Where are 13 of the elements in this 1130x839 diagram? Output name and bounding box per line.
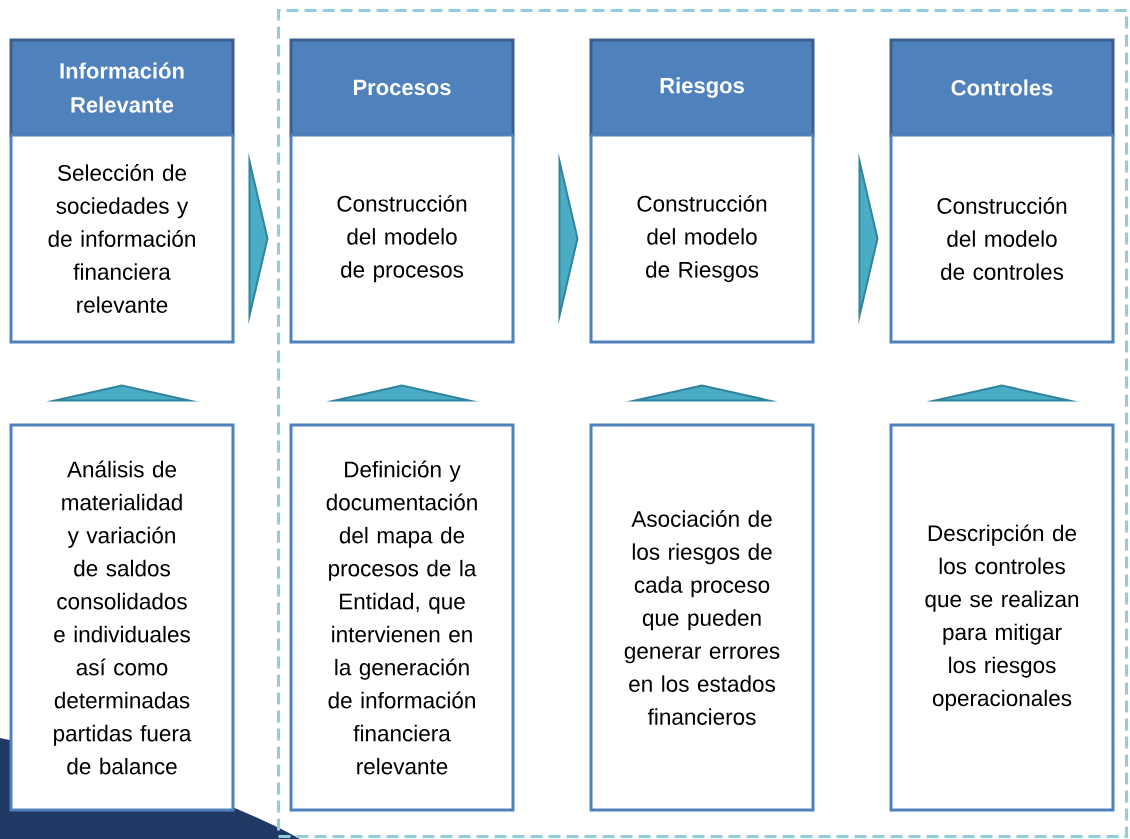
description-box: Descripción de los controles que se realizan para mitigar los riesgos operacionales bbox=[889, 423, 1115, 812]
description-box: Definición y documentación del mapa de procesos de la Entidad, que intervienen en la generación de información financiera relevante bbox=[289, 423, 515, 812]
header-box: Controles bbox=[889, 38, 1115, 137]
description-box: Análisis de materialidad y variación de saldos consolidados e individuales así como determinadas partidas fuera de balance bbox=[9, 423, 235, 812]
process-box: Construcción del modelo de procesos bbox=[289, 133, 515, 344]
header-box: Información Relevante bbox=[9, 38, 235, 137]
process-box: Construcción del modelo de controles bbox=[889, 133, 1115, 344]
header-box: Riesgos bbox=[589, 38, 815, 137]
process-box: Selección de sociedades y de información financiera relevante bbox=[9, 133, 235, 344]
description-box: Asociación de los riesgos de cada proceso que pueden generar errores en los estados financieros bbox=[589, 423, 815, 812]
group-frame bbox=[277, 9, 1128, 838]
header-box: Procesos bbox=[289, 38, 515, 137]
process-box: Construcción del modelo de Riesgos bbox=[589, 133, 815, 344]
